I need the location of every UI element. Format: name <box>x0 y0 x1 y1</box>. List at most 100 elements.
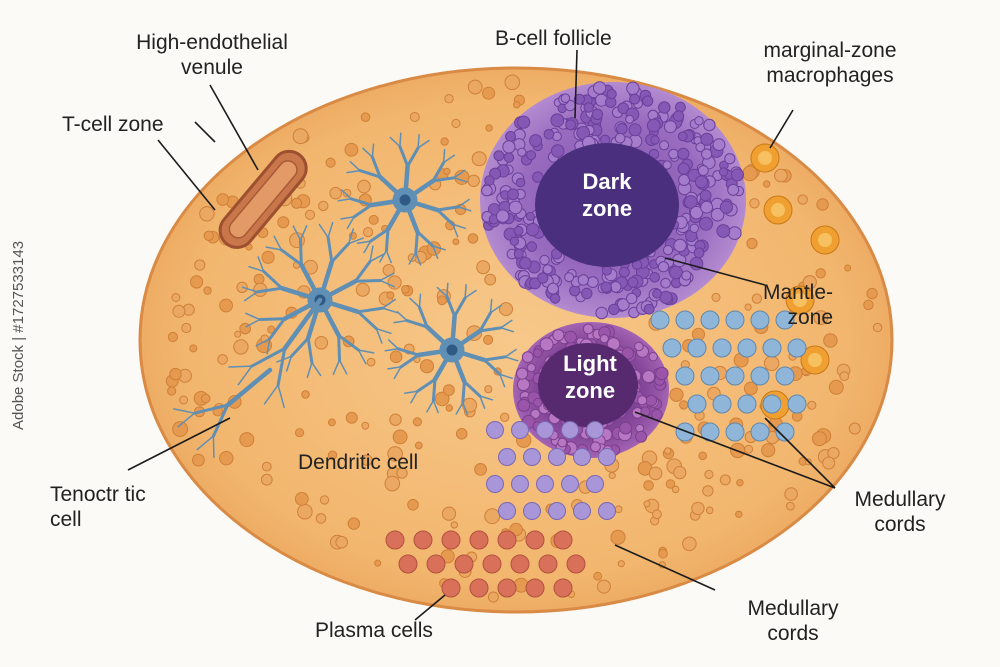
dendrite-branch <box>403 390 419 394</box>
tissue-cell <box>355 282 370 297</box>
dendrite-branch <box>446 282 449 298</box>
plasma-cell <box>441 578 461 598</box>
tissue-cell <box>822 456 836 470</box>
dendrite-branch <box>483 358 502 376</box>
dendrite-branch <box>352 203 373 219</box>
tissue-cell <box>462 397 478 413</box>
dendrite-branch <box>457 198 470 208</box>
plasma-cell <box>497 530 517 550</box>
tissue-cell <box>172 304 186 318</box>
tissue-cell <box>328 418 336 427</box>
tissue-cell <box>189 344 198 353</box>
tissue-cell <box>746 237 758 250</box>
follicle-cell <box>481 184 493 197</box>
violet-cell <box>598 502 616 520</box>
blue-cell <box>725 310 745 330</box>
tissue-cell <box>483 334 494 345</box>
dark-zone-line2: zone <box>581 196 633 221</box>
tissue-cell <box>409 112 420 122</box>
tissue-cell <box>234 330 242 338</box>
blue-cell <box>737 338 757 358</box>
dendrite-branch <box>479 395 486 409</box>
violet-cell <box>511 421 529 439</box>
follicle-cell <box>564 272 575 283</box>
dendrite-branch <box>464 289 477 299</box>
light-zone-cell <box>533 397 543 408</box>
follicle-cell <box>662 245 674 256</box>
blue-cell <box>775 366 795 386</box>
tissue-cell <box>509 522 523 537</box>
follicle-cell <box>689 205 704 220</box>
dendrite-branch <box>483 355 507 362</box>
tissue-cell <box>484 508 501 525</box>
tissue-cell <box>669 387 684 402</box>
follicle-cell <box>525 211 535 221</box>
light-zone-cell <box>564 330 577 344</box>
follicle-cell <box>626 81 640 96</box>
tissue-cell <box>786 501 795 511</box>
macrophage-core <box>793 293 807 307</box>
follicle-cell <box>508 200 523 215</box>
dendrite-branch <box>337 198 352 202</box>
dendrite-branch <box>362 147 374 158</box>
follicle-cell <box>677 131 688 142</box>
tissue-cell <box>301 390 310 399</box>
tissue-cell <box>304 209 316 220</box>
follicle-cell <box>583 102 594 113</box>
tissue-cell <box>815 268 826 279</box>
dendrite-branch <box>340 216 355 220</box>
dendrite-branch <box>268 317 287 341</box>
dendrite-branch <box>318 223 329 239</box>
tissue-cell <box>412 417 422 427</box>
follicle-cell <box>658 101 671 114</box>
tissue-cell <box>455 428 468 440</box>
dendrite-branch <box>384 348 399 352</box>
follicle-cell <box>731 168 744 182</box>
tissue-cell <box>443 167 451 175</box>
tissue-cell <box>386 291 395 300</box>
blue-cell <box>762 338 782 358</box>
tissue-cell <box>751 293 763 304</box>
dendrite-branch <box>299 225 308 241</box>
dendrite-branch <box>277 384 285 409</box>
tissue-cell <box>314 336 329 350</box>
follicle-cell <box>539 254 550 266</box>
medullary-cords-label-1: Medullary cords <box>835 487 965 537</box>
dendrite-branch <box>327 221 334 239</box>
dendrite-branch <box>211 403 230 438</box>
tissue-cell <box>361 454 373 466</box>
tissue-cell <box>292 128 309 145</box>
dendrite-branch <box>379 279 395 288</box>
follicle-cell <box>529 134 543 148</box>
follicle-cell <box>569 285 581 297</box>
dendrite-branch <box>245 312 261 321</box>
tissue-cell <box>318 200 329 212</box>
follicle-cell <box>493 150 505 162</box>
tissue-cell <box>389 413 402 426</box>
follicle-cell <box>646 118 661 133</box>
mantle-zone-line2: zone <box>787 306 834 329</box>
follicle-cell <box>601 265 612 276</box>
plasma-cell <box>469 578 489 598</box>
tissue-cell <box>216 193 230 206</box>
dendrite-branch <box>299 238 303 267</box>
tissue-cell <box>484 273 497 286</box>
follicle-cell <box>509 236 520 247</box>
tissue-cell <box>443 384 455 397</box>
tissue-cell <box>441 506 457 521</box>
dendrite-branch <box>212 435 215 458</box>
follicle-cell <box>526 150 537 161</box>
tenoctric-line1: Tenoctr tic <box>50 483 146 506</box>
light-zone-cell <box>599 334 609 344</box>
dendrite-branch <box>289 336 310 358</box>
blue-cell <box>712 394 732 414</box>
dendrite-branch <box>461 380 466 405</box>
follicle-cell <box>660 277 671 289</box>
tissue-cell <box>181 322 192 334</box>
follicle-cell <box>502 140 516 154</box>
follicle-cell <box>606 89 617 100</box>
dendrite-branch <box>436 208 455 226</box>
follicle-cell <box>519 257 532 270</box>
watermark: Adobe Stock | #1727533143 <box>10 240 27 430</box>
